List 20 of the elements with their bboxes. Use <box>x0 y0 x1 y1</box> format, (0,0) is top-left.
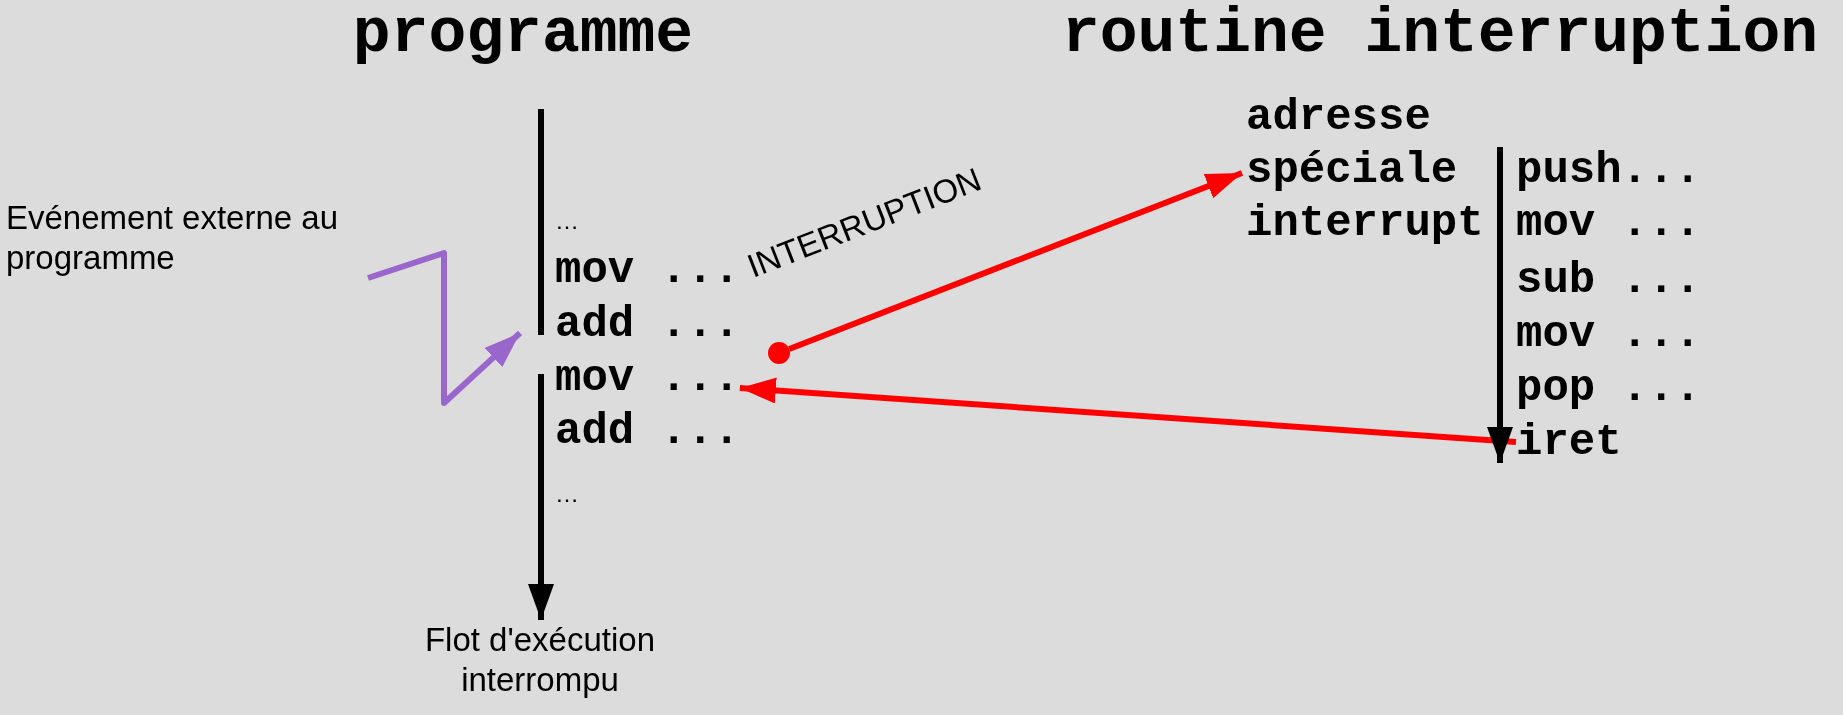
code-line: push... <box>1516 143 1701 197</box>
arrow <box>788 170 1244 352</box>
heading: routine interruption <box>1061 2 1819 68</box>
ellipsis-text: … <box>520 467 579 521</box>
arrow <box>367 250 523 406</box>
code-line: sub ... <box>1516 253 1701 307</box>
flow-caption: Flot d'exécution interrompu <box>370 620 710 700</box>
event-text: Evénement externe au programme <box>6 198 351 278</box>
code-line: mov ... <box>520 351 740 405</box>
arrow <box>739 377 1517 445</box>
code-line: mov ... <box>1516 307 1701 361</box>
heading: programme <box>352 2 694 68</box>
code-line: add ... <box>520 297 740 351</box>
arrow <box>1487 147 1513 463</box>
code-line: iret <box>1516 415 1622 469</box>
arrow <box>528 374 554 620</box>
code-line: add ... <box>520 404 740 458</box>
code-line: pop ... <box>1516 361 1701 415</box>
code-line: mov ... <box>1516 196 1701 250</box>
address-label: adresse spéciale interrupt <box>1246 91 1484 250</box>
